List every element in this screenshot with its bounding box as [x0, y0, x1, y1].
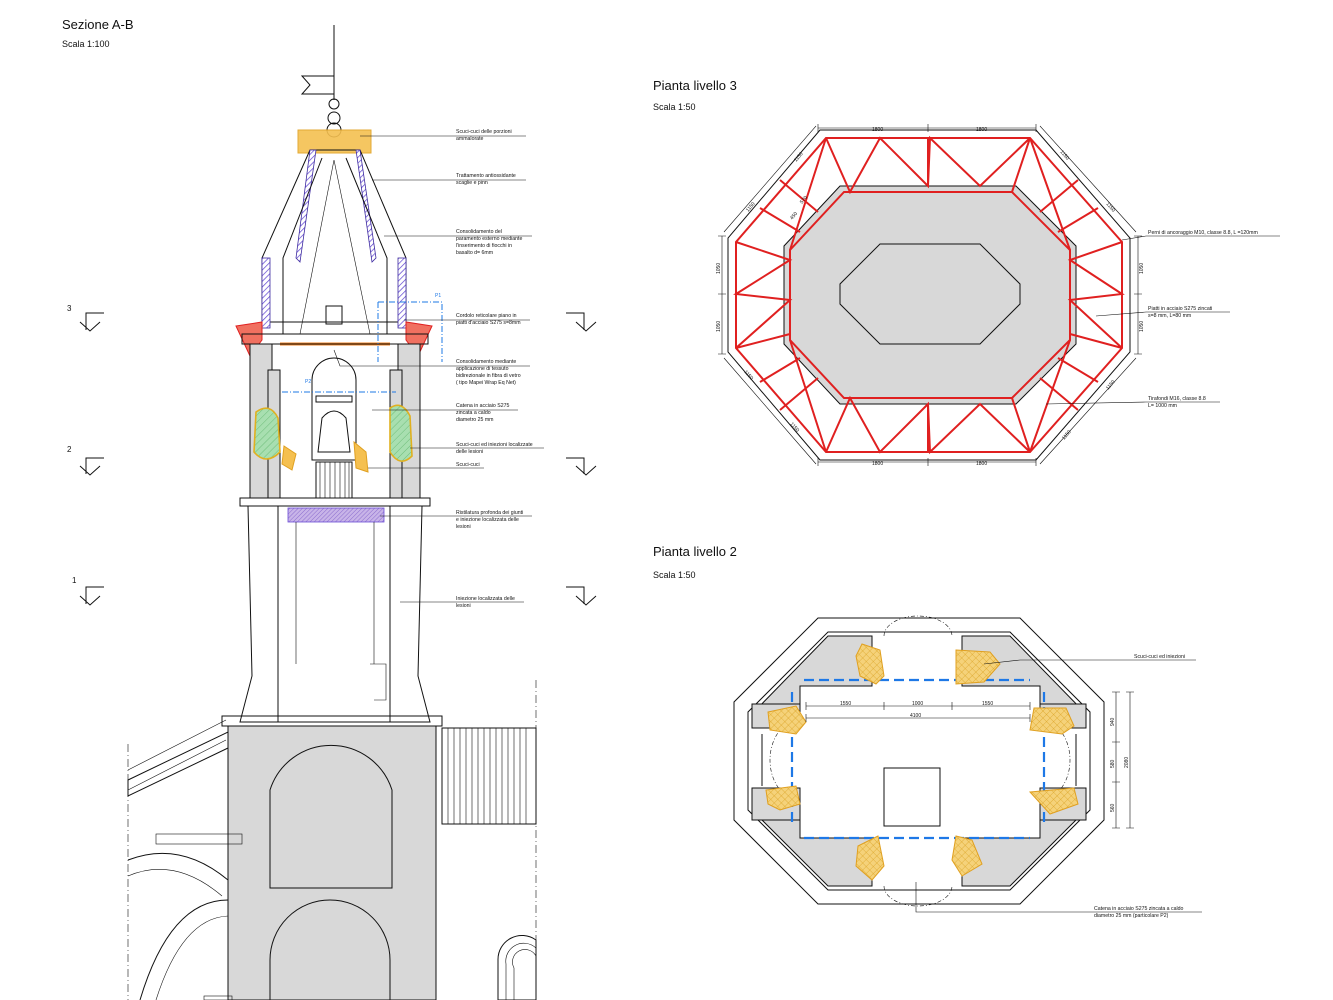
svg-text:Scuci-cuci ed iniezioni: Scuci-cuci ed iniezioni [1134, 654, 1185, 660]
svg-text:1800: 1800 [872, 127, 883, 133]
svg-text:1800: 1800 [976, 461, 987, 467]
plan3-truss-diagonals [733, 135, 1125, 455]
svg-text:450: 450 [789, 211, 799, 221]
plan3-dimension-lines [718, 124, 1142, 466]
injection-zone-right [389, 404, 413, 462]
plan2-dimension-lines [805, 691, 1134, 829]
cut-marker-1: 1 [72, 576, 597, 606]
section-a-b: Sezione A-B Scala 1:100 [62, 17, 597, 1000]
svg-text:560: 560 [1110, 803, 1116, 812]
svg-text:580: 580 [1110, 759, 1116, 768]
plan3-scale: Scala 1:50 [653, 102, 696, 112]
svg-text:1550: 1550 [982, 701, 993, 707]
plan2-outer-octagon [733, 617, 1105, 905]
spire-cone [235, 149, 433, 357]
detail-tag-p2: P2 [305, 379, 311, 385]
plan2-masonry-piers [751, 615, 1087, 907]
svg-text:Tirafondi M16, classe 8.8L= 10: Tirafondi M16, classe 8.8L= 1000 mm [1148, 396, 1206, 409]
plan3-dimension-texts: 1800 1800 1800 1800 1050 1050 1050 1050 … [716, 127, 1145, 467]
injection-zone-left [253, 407, 281, 460]
svg-text:1050: 1050 [1139, 321, 1145, 332]
svg-text:Scuci-cuci ed iniezioni locali: Scuci-cuci ed iniezioni localizzatedelle… [456, 442, 533, 455]
plan2-title: Pianta livello 2 [653, 544, 737, 559]
section-leaders [333, 135, 544, 603]
plan2-repair-zones [765, 643, 1079, 881]
svg-text:570: 570 [799, 195, 809, 205]
svg-text:Scuci-cuci: Scuci-cuci [456, 462, 480, 468]
svg-text:1050: 1050 [716, 263, 722, 274]
church-body [127, 680, 537, 1000]
spire-finial [300, 25, 342, 138]
svg-text:1800: 1800 [976, 127, 987, 133]
svg-text:1150: 1150 [1061, 429, 1073, 441]
plan2-wall-line [747, 631, 1091, 891]
svg-text:Perni di ancoraggio M10, class: Perni di ancoraggio M10, classe 8.8, L =… [1148, 230, 1258, 236]
svg-text:1: 1 [72, 576, 77, 585]
svg-text:1550: 1550 [840, 701, 851, 707]
svg-text:2080: 2080 [1124, 757, 1130, 768]
plan3-notes: Perni di ancoraggio M10, classe 8.8, L =… [1148, 230, 1258, 409]
svg-text:1800: 1800 [872, 461, 883, 467]
plan3-leaders [1045, 235, 1280, 405]
svg-text:1150: 1150 [793, 151, 805, 163]
svg-text:1150: 1150 [742, 369, 754, 381]
svg-text:1150: 1150 [788, 421, 800, 433]
plan2-dimension-texts: 1550 1000 1550 4100 940 580 560 2080 [840, 701, 1130, 812]
section-title: Sezione A-B [62, 17, 134, 32]
svg-text:1150: 1150 [745, 201, 757, 213]
detail-tag-p1: P1 [435, 293, 441, 299]
svg-text:1050: 1050 [1139, 263, 1145, 274]
svg-text:4100: 4100 [910, 713, 921, 719]
plan3-title: Pianta livello 3 [653, 78, 737, 93]
plan2-notes: Scuci-cuci ed iniezioni Catena in acciai… [1094, 654, 1185, 919]
svg-text:1000: 1000 [912, 701, 923, 707]
plan3-opening [839, 243, 1021, 345]
plan-level-3: Pianta livello 3 Scala 1:50 1800 [653, 78, 1280, 467]
svg-text:3: 3 [67, 304, 72, 313]
section-scale: Scala 1:100 [62, 39, 110, 49]
plan2-leaders [915, 659, 1202, 913]
plan2-scale: Scala 1:50 [653, 570, 696, 580]
plan3-masonry-ring [783, 185, 1077, 405]
detail-frame-p1 [377, 301, 443, 362]
tower-shaft [239, 497, 431, 723]
svg-text:Catena in acciaio S275 zincata: Catena in acciaio S275 zincata a caldodi… [1094, 906, 1184, 919]
svg-text:940: 940 [1110, 717, 1116, 726]
svg-text:1150: 1150 [1105, 379, 1117, 391]
plan-level-2: Pianta livello 2 Scala 1:50 [653, 544, 1202, 919]
svg-text:1150: 1150 [1058, 149, 1070, 161]
repair-zone-top [297, 129, 372, 154]
cut-marker-3: 3 [67, 304, 597, 332]
cut-marker-2: 2 [67, 445, 597, 476]
svg-text:2: 2 [67, 445, 72, 454]
svg-text:1050: 1050 [716, 321, 722, 332]
svg-text:1150: 1150 [1104, 201, 1116, 213]
